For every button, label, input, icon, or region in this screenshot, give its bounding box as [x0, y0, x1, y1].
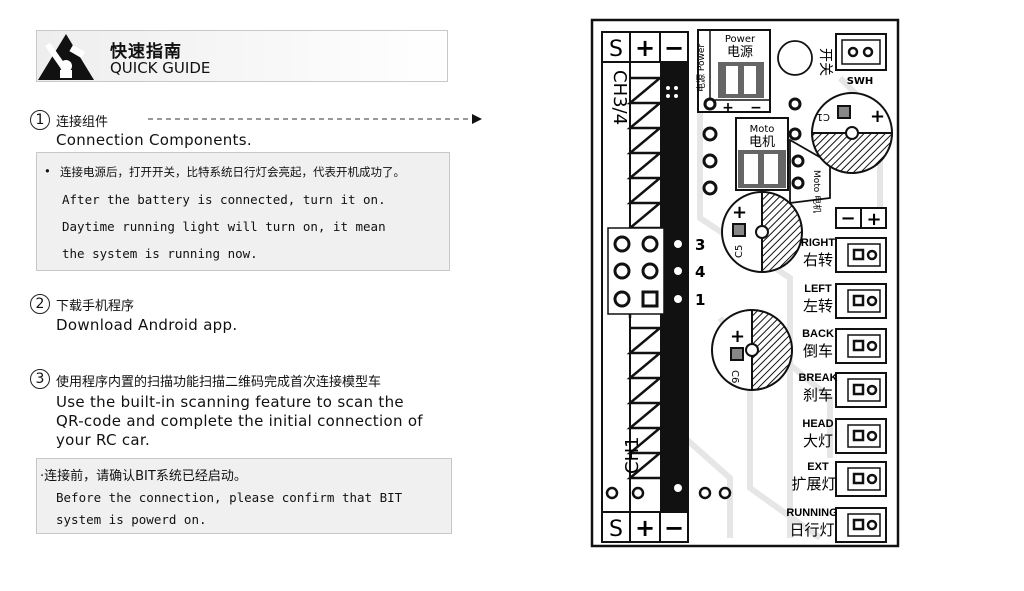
switch-cn-label: 开关: [817, 48, 833, 76]
ch1-label: CH1: [622, 436, 643, 474]
c5-plus: +: [732, 202, 747, 223]
output-ext-en: EXT: [807, 461, 829, 473]
output-back-cn: 倒车: [803, 342, 833, 360]
step-1-title-cn: 连接组件: [56, 115, 109, 130]
c6-plus: +: [730, 326, 745, 347]
output-ext-cn: 扩展灯: [791, 475, 836, 493]
step-2-title-cn: 下载手机程序: [56, 299, 135, 314]
out-plus: +: [866, 209, 881, 230]
output-left-cn: 左转: [803, 297, 833, 315]
power-plus: +: [722, 100, 734, 116]
output-head-cn: 大灯: [803, 432, 833, 450]
output-left-en: LEFT: [804, 283, 832, 295]
step-3-en-line-1: Use the built-in scanning feature to sca…: [56, 393, 404, 411]
power-en-label: Power: [725, 34, 756, 45]
note-2-en-line-1: Before the connection, please confirm th…: [56, 490, 403, 505]
output-back-en: BACK: [802, 328, 834, 340]
power-minus: −: [750, 100, 762, 116]
guide-subtitle: QUICK GUIDE: [110, 59, 211, 77]
top-s-label: S: [609, 37, 623, 62]
pin-number-3: 3: [695, 236, 705, 254]
note-1-bullet: •: [44, 164, 51, 178]
output-break-en: BREAK: [798, 372, 837, 384]
power-cn-label: 电源: [727, 45, 753, 60]
out-minus: −: [840, 208, 855, 229]
output-running-en: RUNNING: [786, 507, 837, 519]
step-3-title-cn: 使用程序内置的扫描功能扫描二维码完成首次连接模型车: [56, 375, 382, 390]
c1-plus: +: [870, 106, 885, 127]
step-3-en-line-3: your RC car.: [56, 431, 151, 449]
step-3-en-line-2: QR-code and complete the initial connect…: [56, 412, 423, 430]
c5-label: C5: [734, 245, 745, 258]
dashed-arrow: [148, 114, 482, 124]
tools-logo-icon: [38, 34, 94, 80]
note-2-cn: ·连接前，请确认BIT系统已经启动。: [40, 469, 247, 484]
power-side-label: 电源 Power: [695, 44, 707, 92]
note-1-en-line-2: Daytime running light will turn on, it m…: [62, 219, 386, 234]
moto-en-label: Moto: [750, 124, 775, 135]
pcb-board-diagram: S + − S + − CH3/4 CH1 3 4 1 电源 Power Pow…: [590, 18, 900, 548]
note-2-en-line-2: system is powerd on.: [56, 512, 207, 527]
output-right-en: RIGHT: [801, 237, 836, 249]
bottom-s-label: S: [609, 517, 623, 542]
bottom-minus-label: −: [664, 514, 684, 542]
guide-title: 快速指南: [110, 42, 182, 62]
pin-number-1: 1: [695, 291, 705, 309]
moto-side-label: Moto 电机: [811, 170, 823, 213]
bottom-plus-label: +: [635, 514, 655, 542]
note-1-en-line-3: the system is running now.: [62, 246, 258, 261]
step-2-number: 2: [30, 294, 50, 314]
note-2-box: [36, 458, 452, 534]
output-running-cn: 日行灯: [789, 521, 834, 539]
output-right-cn: 右转: [803, 251, 833, 269]
note-1-en-line-1: After the battery is connected, turn it …: [62, 192, 386, 207]
step-3-number: 3: [30, 369, 50, 389]
output-break-cn: 刹车: [803, 386, 833, 404]
guide-header-box: [36, 30, 448, 82]
step-1-number: 1: [30, 110, 50, 130]
top-minus-label: −: [664, 34, 684, 62]
switch-en-label: SWH: [847, 76, 874, 87]
pin-number-4: 4: [695, 263, 705, 281]
step-2-title-en: Download Android app.: [56, 316, 238, 334]
top-plus-label: +: [635, 34, 655, 62]
c1-label: C1: [817, 111, 830, 122]
note-1-cn: 连接电源后，打开开关，比特系统日行灯会亮起，代表开机成功了。: [60, 165, 405, 179]
step-1-title-en: Connection Components.: [56, 131, 252, 149]
note-1-box: [36, 152, 450, 271]
c6-label: C6: [729, 370, 740, 383]
ch34-label: CH3/4: [609, 70, 630, 125]
output-head-en: HEAD: [802, 418, 833, 430]
moto-cn-label: 电机: [749, 135, 775, 150]
